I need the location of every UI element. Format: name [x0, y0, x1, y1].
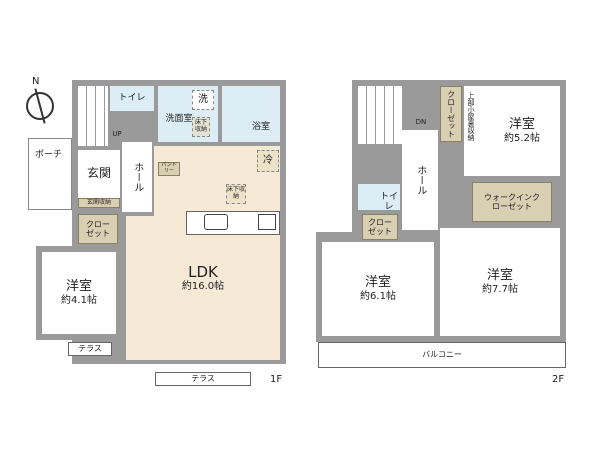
porch: ポーチ	[28, 138, 72, 210]
bedroom-7-7: 洋室 約7.7帖	[440, 228, 560, 336]
walk-in-closet: ウォークインクローゼット	[472, 182, 552, 222]
bedroom-1f: 洋室 約4.1帖	[36, 246, 122, 340]
underfloor-storage-washroom: 床下収納	[192, 117, 210, 137]
hall-1f: ホール	[122, 142, 152, 212]
stairs-up-label: UP	[112, 129, 122, 138]
bedroom-5-2: 洋室 約5.2帖	[464, 86, 560, 176]
compass: N	[22, 76, 58, 126]
hall-2f: ホール	[402, 130, 438, 230]
terrace-small: テラス	[68, 342, 112, 356]
entrance: 玄関	[78, 150, 120, 198]
entrance-storage: 玄関収納	[78, 198, 120, 208]
stairs-1f	[78, 86, 108, 146]
closet-2f-a: クローゼット	[440, 86, 462, 142]
pantry: パントリー	[158, 162, 180, 176]
toilet-2f: トイレ	[358, 184, 400, 212]
washer-space: 洗	[192, 90, 214, 110]
floor-label-2f: 2F	[552, 374, 565, 385]
stove-icon	[258, 214, 276, 230]
sink-icon	[204, 214, 228, 230]
underfloor-storage-ldk: 床下収納	[226, 184, 246, 204]
toilet-1f: トイレ	[110, 86, 154, 111]
stairs-2f	[358, 86, 402, 144]
floor-label-1f: 1F	[270, 374, 283, 385]
compass-north-label: N	[32, 76, 40, 87]
compass-icon	[26, 92, 54, 120]
closet-2f-b: クローゼット	[362, 214, 398, 240]
terrace: テラス	[155, 372, 251, 386]
bedroom-6-1: 洋室 約6.1帖	[322, 242, 434, 336]
stairs-down-label: DN	[415, 117, 427, 126]
balcony: バルコニー	[318, 342, 566, 368]
kitchen-counter	[186, 211, 280, 235]
fridge-space: 冷	[257, 150, 279, 172]
closet-1f: クローゼット	[78, 214, 118, 244]
attic-storage-label: 上部小屋裏収納	[467, 92, 475, 141]
bathroom: 浴室	[222, 86, 280, 142]
